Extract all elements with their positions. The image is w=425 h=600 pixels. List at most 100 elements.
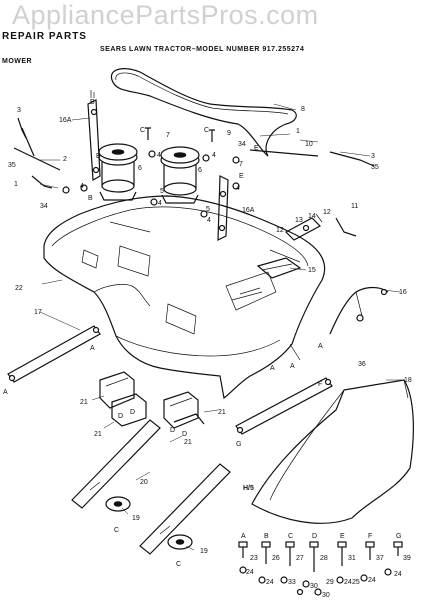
svg-text:A: A [90, 345, 95, 352]
svg-text:C: C [114, 527, 119, 534]
spindle-pulley-right [160, 146, 200, 204]
svg-text:14: 14 [308, 213, 316, 220]
svg-text:D: D [170, 427, 175, 434]
svg-text:21: 21 [94, 431, 102, 438]
svg-text:B: B [88, 195, 93, 202]
svg-text:1: 1 [296, 128, 300, 135]
svg-text:B: B [96, 153, 101, 160]
washer-left [105, 496, 131, 512]
svg-text:B: B [264, 533, 269, 540]
svg-text:19: 19 [132, 515, 140, 522]
svg-text:20: 20 [140, 479, 148, 486]
svg-text:36: 36 [358, 361, 366, 368]
svg-text:31: 31 [348, 555, 356, 562]
brackets-11-14 [285, 213, 357, 241]
svg-text:30: 30 [322, 592, 330, 599]
svg-text:25: 25 [352, 579, 360, 586]
svg-text:E: E [340, 533, 345, 540]
svg-text:29: 29 [326, 579, 334, 586]
svg-text:24: 24 [246, 569, 254, 576]
idler-bracket-left [87, 90, 101, 181]
svg-text:16A: 16A [242, 207, 255, 214]
link-36 [235, 377, 333, 435]
bracket-15 [256, 257, 302, 279]
svg-text:4: 4 [80, 183, 84, 190]
bolt-kit [238, 541, 403, 596]
svg-text:B: B [90, 99, 95, 106]
washer-right [167, 534, 193, 550]
svg-text:D: D [182, 431, 187, 438]
svg-text:5: 5 [206, 206, 210, 213]
svg-text:2: 2 [63, 156, 67, 163]
svg-text:7: 7 [239, 161, 243, 168]
belt-8 [110, 68, 297, 157]
svg-text:35: 35 [8, 162, 16, 169]
svg-text:24: 24 [368, 577, 376, 584]
model-subtitle: SEARS LAWN TRACTOR–MODEL NUMBER 917.2552… [100, 46, 305, 53]
svg-text:12: 12 [323, 209, 331, 216]
svg-text:F: F [318, 381, 322, 388]
svg-text:4: 4 [207, 217, 211, 224]
svg-text:24: 24 [344, 579, 352, 586]
svg-text:21: 21 [218, 409, 226, 416]
svg-text:F: F [368, 533, 372, 540]
hardware-top [13, 117, 375, 241]
svg-text:A: A [3, 389, 8, 396]
svg-text:D: D [312, 533, 317, 540]
svg-text:7: 7 [166, 132, 170, 139]
svg-text:E: E [254, 145, 259, 152]
blade-left [71, 419, 161, 509]
svg-text:3: 3 [17, 107, 21, 114]
svg-text:19: 19 [200, 548, 208, 555]
svg-text:5: 5 [160, 188, 164, 195]
svg-text:G: G [236, 441, 241, 448]
svg-text:10: 10 [305, 141, 313, 148]
svg-text:35: 35 [371, 164, 379, 171]
svg-text:15: 15 [308, 267, 316, 274]
blade-right [139, 463, 231, 555]
svg-text:13: 13 [295, 217, 303, 224]
svg-text:21: 21 [184, 439, 192, 446]
svg-text:12: 12 [276, 227, 284, 234]
svg-text:C: C [176, 561, 181, 568]
svg-text:3: 3 [371, 153, 375, 160]
svg-text:34: 34 [40, 203, 48, 210]
svg-text:34: 34 [238, 141, 246, 148]
svg-text:22: 22 [15, 285, 23, 292]
svg-text:6: 6 [198, 167, 202, 174]
svg-text:C: C [288, 533, 293, 540]
svg-text:H/5: H/5 [243, 485, 254, 492]
svg-text:11: 11 [351, 203, 358, 210]
discharge-chute [251, 379, 414, 524]
svg-text:A: A [318, 343, 323, 350]
svg-text:C: C [204, 127, 209, 134]
svg-text:D: D [130, 409, 135, 416]
svg-text:39: 39 [403, 555, 411, 562]
svg-text:4: 4 [157, 152, 161, 159]
svg-text:8: 8 [301, 106, 305, 113]
svg-text:37: 37 [376, 555, 384, 562]
svg-text:A: A [270, 365, 275, 372]
svg-text:A: A [241, 533, 246, 540]
leader-lines [39, 103, 402, 551]
svg-text:9: 9 [227, 130, 231, 137]
svg-text:28: 28 [320, 555, 328, 562]
svg-text:26: 26 [272, 555, 280, 562]
svg-text:A: A [290, 363, 295, 370]
spring-16 [329, 286, 389, 335]
svg-text:16: 16 [399, 289, 407, 296]
svg-text:4: 4 [212, 152, 216, 159]
svg-text:16A: 16A [59, 117, 72, 124]
svg-text:4: 4 [236, 185, 240, 192]
svg-text:24: 24 [266, 579, 274, 586]
svg-text:17: 17 [34, 309, 42, 316]
svg-text:21: 21 [80, 399, 88, 406]
svg-text:4: 4 [158, 200, 162, 207]
blade-adapter-left [99, 371, 147, 427]
link-17 [7, 325, 101, 383]
svg-text:24: 24 [394, 571, 402, 578]
svg-text:30: 30 [310, 583, 318, 590]
svg-text:33: 33 [288, 579, 296, 586]
page-title: REPAIR PARTS [2, 31, 87, 42]
